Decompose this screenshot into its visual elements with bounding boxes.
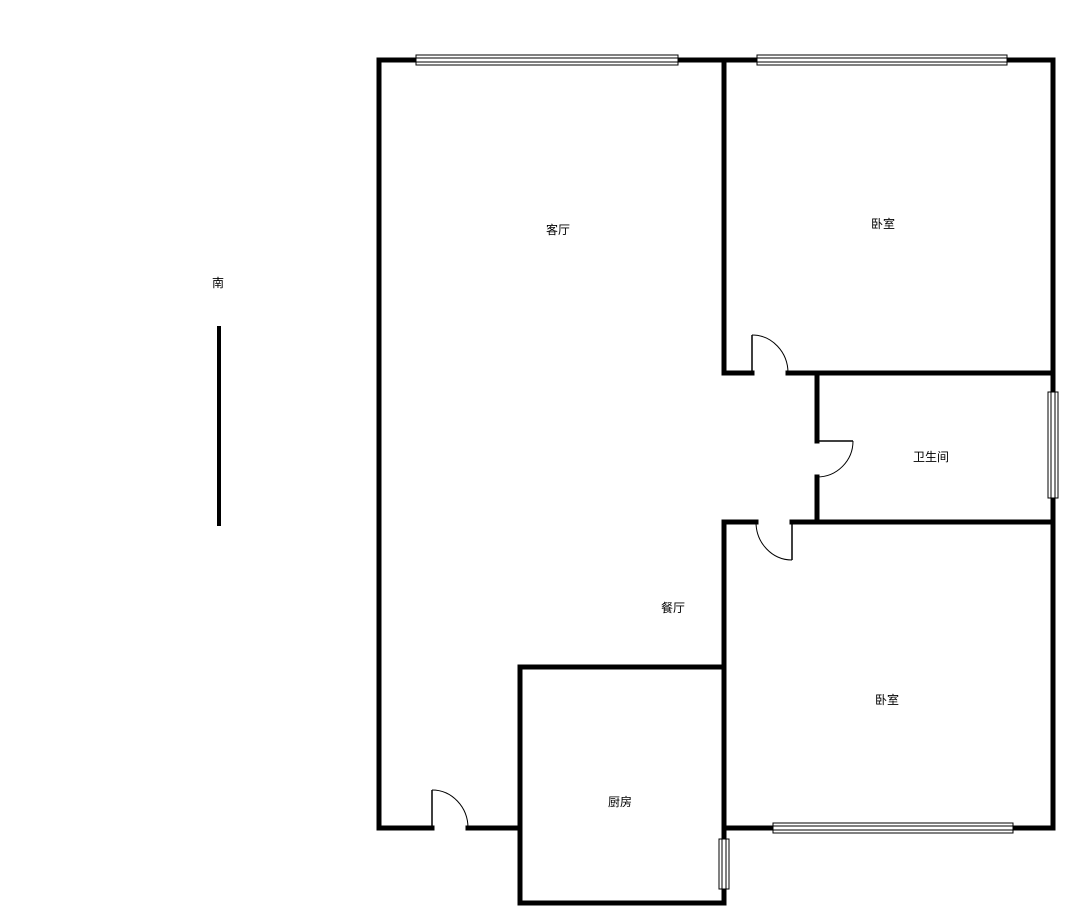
door-bedroom-north: [751, 334, 789, 374]
room-label-bedroom-north: 卧室: [871, 216, 895, 231]
window-kitchen: [718, 838, 730, 890]
doors: [431, 334, 854, 829]
room-labels: 客厅 卧室 卫生间 餐厅 卧室 厨房: [546, 216, 949, 809]
compass: 南: [212, 275, 224, 526]
windows: [415, 54, 1059, 890]
door-bathroom: [816, 440, 854, 478]
room-label-kitchen: 厨房: [608, 794, 632, 809]
room-label-living-room: 客厅: [546, 222, 570, 237]
room-label-bedroom-south: 卧室: [875, 692, 899, 707]
walls: [376, 57, 1056, 906]
door-bedroom-south: [755, 521, 793, 561]
room-label-bathroom: 卫生间: [913, 450, 949, 464]
window-bedroom-north: [756, 54, 1008, 66]
compass-label: 南: [212, 275, 224, 290]
window-bedroom-south: [772, 822, 1014, 834]
window-bathroom: [1047, 391, 1059, 499]
window-living-room: [415, 54, 679, 66]
room-label-dining-room: 餐厅: [661, 600, 685, 615]
door-entrance: [431, 789, 469, 829]
